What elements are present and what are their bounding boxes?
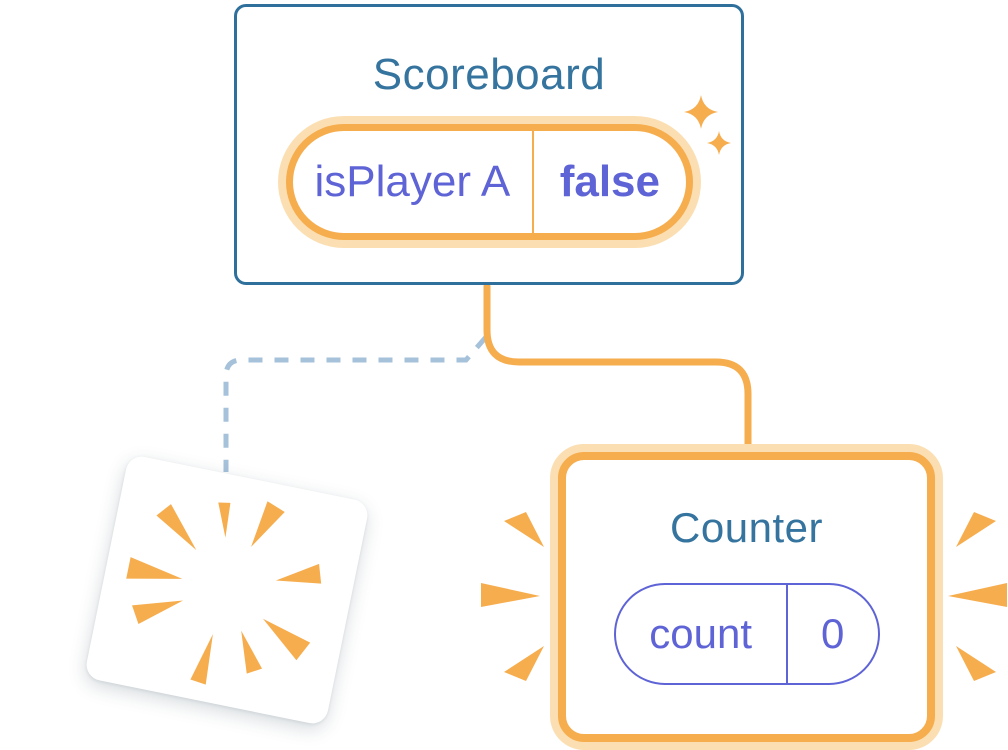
emphasis-marks-right-icon xyxy=(948,512,1007,681)
connector-dashed-removed-edge xyxy=(223,335,488,472)
scoreboard-state-pill: isPlayer A false xyxy=(285,124,693,240)
poof-burst-icon xyxy=(126,501,322,685)
counter-state-pill: count 0 xyxy=(613,583,880,685)
state-label: isPlayer A xyxy=(314,157,511,206)
state-value: 0 xyxy=(820,610,845,657)
pill-divider xyxy=(532,131,535,233)
counter-title: Counter xyxy=(670,504,823,551)
state-label: count xyxy=(649,610,753,657)
connector-solid-active-edge xyxy=(483,282,752,457)
removed-counter-card xyxy=(83,453,371,727)
emphasis-marks-left-icon xyxy=(481,512,544,681)
scoreboard-component-card: Scoreboard isPlayer A false xyxy=(234,4,744,285)
pill-divider xyxy=(785,585,788,683)
sparkles-icon xyxy=(684,95,731,155)
counter-component-card: Counter count 0 xyxy=(558,452,935,742)
state-value: false xyxy=(559,157,660,206)
scoreboard-title: Scoreboard xyxy=(372,50,606,99)
